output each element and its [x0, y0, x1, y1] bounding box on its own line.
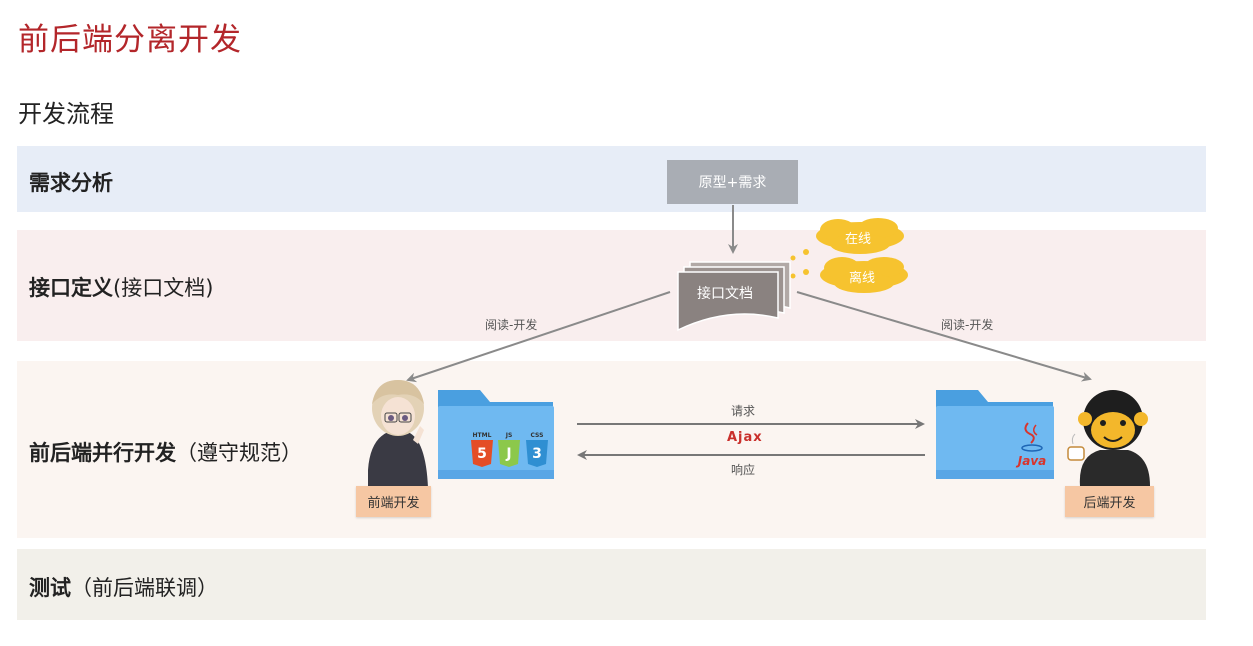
stage-label-testing: 测试（前后端联调） — [29, 572, 218, 602]
stage-band-testing: 测试（前后端联调） — [17, 549, 1206, 620]
html5-icon: 5 HTML — [471, 432, 493, 467]
stage-label-rest: （遵守规范） — [176, 441, 302, 465]
js-icon: J JS — [498, 432, 520, 467]
cloud-online-icon — [816, 218, 904, 254]
svg-text:J: J — [505, 446, 511, 462]
stage-label-bold: 需求分析 — [29, 171, 113, 195]
response-label: 响应 — [731, 463, 756, 477]
java-text: Java — [1016, 454, 1046, 468]
css-text: CSS — [531, 432, 544, 439]
css3-icon: 3 CSS — [526, 432, 548, 467]
stage-label-requirements: 需求分析 — [29, 167, 113, 197]
stage-band-interface: 接口定义(接口文档) — [17, 230, 1206, 341]
prototype-requirements-box: 原型+需求 — [667, 160, 798, 204]
page-subtitle: 开发流程 — [18, 100, 114, 128]
backend-developer-avatar — [1067, 390, 1150, 486]
document-stack-icon — [677, 261, 791, 332]
read-develop-left-label: 阅读-开发 — [485, 318, 538, 332]
thought-dot — [790, 273, 796, 279]
stage-label-bold: 前后端并行开发 — [29, 441, 176, 465]
stage-label-rest: （前后端联调） — [71, 576, 218, 600]
cloud-online-label: 在线 — [844, 232, 871, 247]
page-title: 前后端分离开发 — [18, 22, 242, 58]
backend-folder-icon — [936, 390, 1054, 479]
js-text: JS — [505, 432, 513, 439]
arrow-doc-to-frontend — [406, 291, 671, 383]
frontend-developer-avatar — [368, 380, 428, 488]
stage-label-parallel: 前后端并行开发（遵守规范） — [29, 437, 302, 467]
arrow-doc-to-backend — [796, 291, 1092, 382]
stage-label-bold: 接口定义 — [29, 276, 113, 300]
frontend-folder-icon — [438, 390, 554, 479]
cloud-offline-icon — [820, 257, 908, 293]
stage-label-bold: 测试 — [29, 576, 71, 600]
svg-text:3: 3 — [532, 446, 542, 462]
html-text: HTML — [473, 432, 492, 439]
stage-label-interface: 接口定义(接口文档) — [29, 272, 213, 302]
frontend-developer-tag: 前端开发 — [356, 486, 431, 517]
thought-dot — [790, 255, 796, 261]
backend-developer-tag: 后端开发 — [1065, 486, 1154, 517]
cloud-offline-label: 离线 — [848, 271, 875, 286]
api-document-label: 接口文档 — [697, 286, 753, 302]
java-icon: Java — [1016, 422, 1046, 468]
read-develop-right-label: 阅读-开发 — [941, 318, 994, 332]
thought-dot — [803, 249, 809, 255]
request-label: 请求 — [731, 404, 756, 418]
svg-text:5: 5 — [477, 446, 487, 462]
ajax-label: Ajax — [727, 430, 763, 445]
stage-label-rest: (接口文档) — [113, 276, 214, 300]
thought-dot — [803, 269, 809, 275]
stage-band-requirements: 需求分析 — [17, 146, 1206, 212]
